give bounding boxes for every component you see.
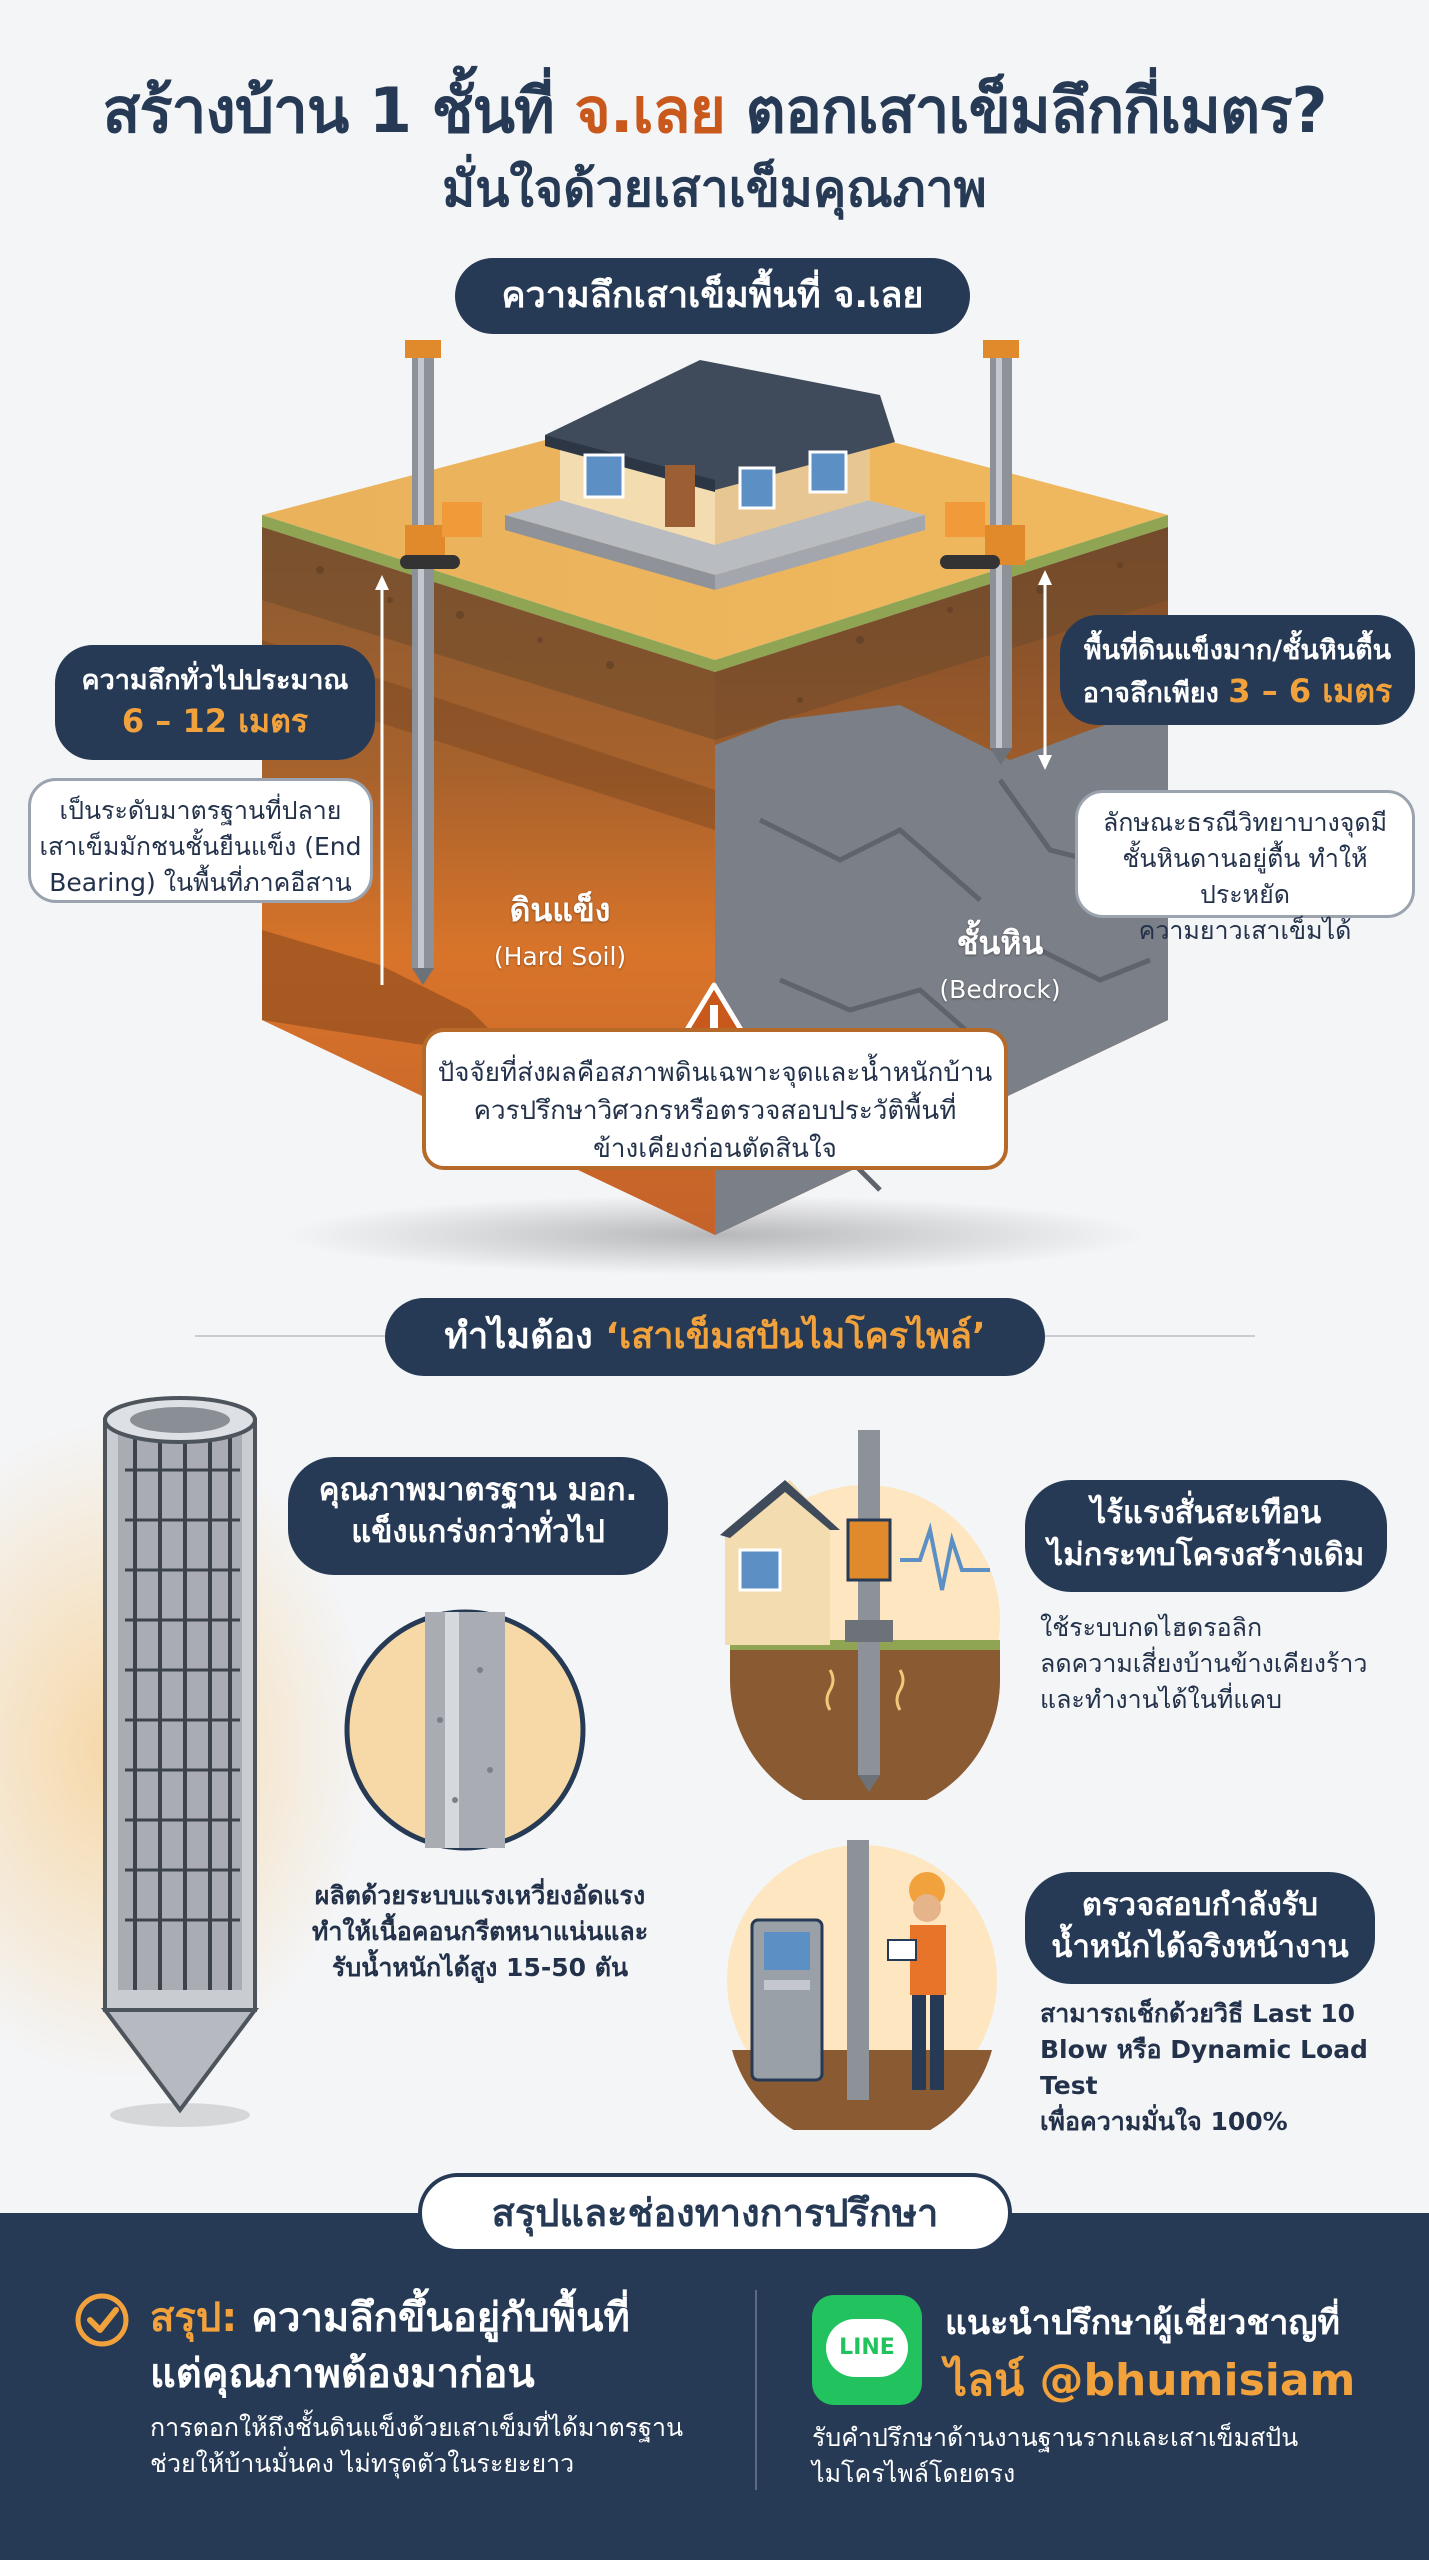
check-circle-icon — [75, 2293, 129, 2347]
hard-soil-label: ดินแข็ง (Hard Soil) — [493, 891, 627, 971]
line-logo-text: LINE — [826, 2319, 908, 2377]
spun-micropile-illustration — [0, 1396, 586, 2127]
hydraulic-press-illustration — [720, 1430, 1000, 1800]
load-test-worker-illustration — [727, 1840, 997, 2130]
divider-left — [195, 1335, 385, 1337]
summary-title: สรุป: ความลึกขึ้นอยู่กับพื้นที่ แต่คุณภา… — [150, 2295, 630, 2397]
section1-heading: ความลึกเสาเข็มพื้นที่ จ.เลย — [455, 258, 970, 334]
load-test-callout: ตรวจสอบกำลังรับ น้ำหนักได้จริงหน้างาน — [1025, 1872, 1375, 1984]
house-icon — [545, 360, 895, 545]
quality-callout: คุณภาพมาตรฐาน มอก. แข็งแกร่งกว่าทั่วไป — [288, 1457, 668, 1575]
shallow-rock-callout: พื้นที่ดินแข็งมาก/ชั้นหินตื้น อาจลึกเพีย… — [1060, 615, 1415, 725]
end-bearing-note: เป็นระดับมาตรฐานที่ปลาย เสาเข็มมักชนชั้น… — [28, 778, 373, 903]
footer-panel — [0, 2213, 1429, 2560]
consult-title: แนะนำปรึกษาผู้เชี่ยวชาญที่ — [945, 2303, 1340, 2343]
no-vibration-callout: ไร้แรงสั่นสะเทือน ไม่กระทบโครงสร้างเดิม — [1025, 1480, 1387, 1592]
page-subtitle: มั่นใจด้วยเสาเข็มคุณภาพ — [442, 160, 987, 218]
no-vibration-description: ใช้ระบบกดไฮดรอลิก ลดความเสี่ยงบ้านข้างเค… — [1040, 1613, 1368, 1714]
footer-heading: สรุปและช่องทางการปรึกษา — [418, 2173, 1012, 2253]
pile-right — [940, 340, 1025, 765]
page-title: สร้างบ้าน 1 ชั้นที่ จ.เลย ตอกเสาเข็มลึกก… — [102, 74, 1328, 147]
section2-heading: ทำไมต้อง ‘เสาเข็มสปันไมโครไพล์’ — [385, 1298, 1045, 1376]
title-highlight: จ.เลย — [574, 74, 726, 147]
line-app-icon[interactable]: LINE — [812, 2295, 922, 2405]
summary-body: การตอกให้ถึงชั้นดินแข็งด้วยเสาเข็มที่ได้… — [150, 2413, 684, 2478]
process-description: ผลิตด้วยระบบแรงเหวี่ยงอัดแรง ทำให้เนื้อค… — [311, 1881, 649, 1982]
consult-body: รับคำปรึกษาด้านงานฐานรากและเสาเข็มสปัน ไ… — [812, 2423, 1299, 2488]
geology-note: ลักษณะธรณีวิทยาบางจุดมี ชั้นหินดานอยู่ตื… — [1075, 790, 1415, 945]
line-id-link[interactable]: ไลน์ @bhumisiam — [945, 2355, 1356, 2406]
divider-right — [1045, 1335, 1255, 1337]
load-test-description: สามารถเช็กด้วยวิธี Last 10 Blow หรือ Dyn… — [1040, 1999, 1368, 2136]
warning-note: ปัจจัยที่ส่งผลคือสภาพดินเฉพาะจุดและน้ำหน… — [422, 1028, 1008, 1170]
footer-divider — [755, 2290, 757, 2490]
typical-depth-callout: ความลึกทั่วไปประมาณ 6 – 12 เมตร — [55, 645, 375, 760]
pile-left — [400, 340, 482, 985]
bedrock-label: ชั้นหิน (Bedrock) — [939, 924, 1061, 1004]
